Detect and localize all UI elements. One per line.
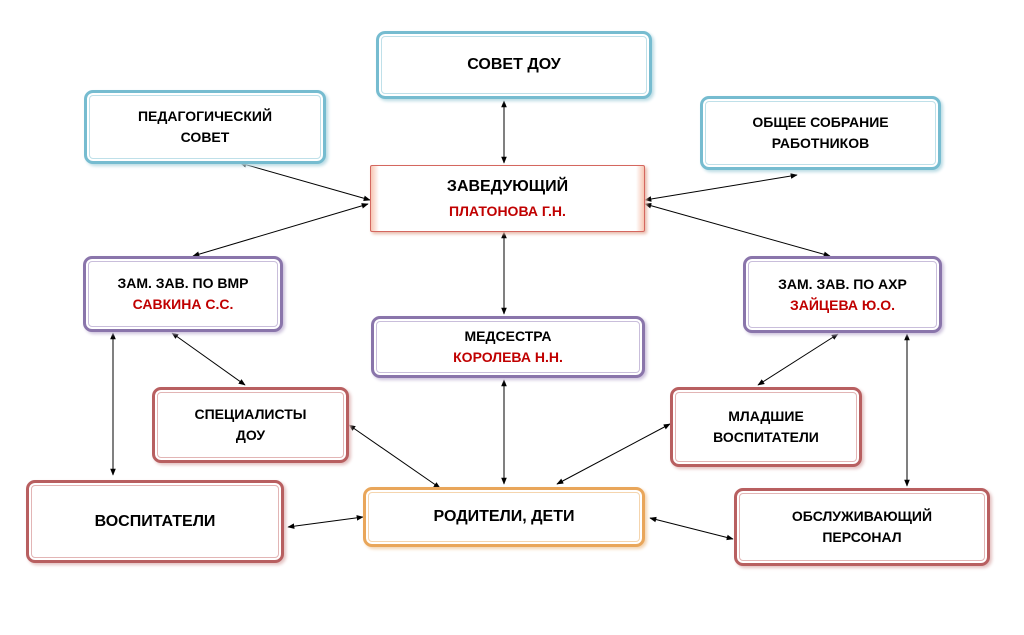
node-zam-vmr-role: ЗАМ. ЗАВ. ПО ВМР: [117, 275, 249, 291]
node-mladshie: МЛАДШИЕ ВОСПИТАТЕЛИ: [670, 387, 862, 467]
node-zaveduyushchiy-role: ЗАВЕДУЮЩИЙ: [446, 178, 569, 195]
node-vospitateli: ВОСПИТАТЕЛИ: [26, 480, 284, 563]
arrow-zam-vmr-specialisty: [171, 332, 246, 386]
arrow-mladshie-roditeli: [556, 423, 671, 485]
node-obshchee-sobranie-line2: РАБОТНИКОВ: [771, 135, 870, 151]
node-sovet-dou: СОВЕТ ДОУ: [376, 31, 652, 99]
node-specialisty-line1: СПЕЦИАЛИСТЫ: [194, 406, 307, 422]
node-obsluzhivayushchiy-line1: ОБСЛУЖИВАЮЩИЙ: [791, 508, 933, 524]
node-zam-ahr-role: ЗАМ. ЗАВ. ПО АХР: [778, 275, 907, 292]
node-obshchee-sobranie-line1: ОБЩЕЕ СОБРАНИЕ: [752, 114, 889, 130]
node-vospitateli-label: ВОСПИТАТЕЛИ: [94, 512, 216, 530]
node-ped-sovet-line1: ПЕДАГОГИЧЕСКИЙ: [137, 108, 273, 124]
node-zam-vmr: ЗАМ. ЗАВ. ПО ВМР САВКИНА С.С.: [83, 256, 283, 332]
node-zam-ahr-name: ЗАЙЦЕВА Ю.О.: [789, 296, 896, 313]
arrow-vospitateli-roditeli: [287, 515, 364, 529]
node-medsestra-name: КОРОЛЕВА Н.Н.: [453, 349, 563, 365]
arrow-zaveduyushchiy-zam-ahr: [644, 203, 831, 257]
arrow-ped-sovet-zaveduyushchiy: [239, 162, 371, 201]
node-specialisty-line2: ДОУ: [235, 427, 266, 443]
node-obsluzhivayushchiy-line2: ПЕРСОНАЛ: [822, 529, 902, 545]
node-roditeli-label: РОДИТЕЛИ, ДЕТИ: [433, 508, 575, 525]
arrow-obshchee-sobranie-zaveduyushchiy: [644, 173, 798, 202]
node-roditeli: РОДИТЕЛИ, ДЕТИ: [363, 487, 645, 547]
node-zam-vmr-name: САВКИНА С.С.: [132, 296, 234, 312]
node-ped-sovet-line2: СОВЕТ: [180, 129, 230, 145]
node-mladshie-line2: ВОСПИТАТЕЛИ: [713, 429, 819, 445]
arrow-roditeli-obsluzhivayushchiy: [649, 516, 734, 541]
node-medsestra-role: МЕДСЕСТРА: [464, 328, 552, 344]
node-mladshie-line1: МЛАДШИЕ: [728, 408, 804, 424]
node-sovet-dou-label: СОВЕТ ДОУ: [467, 56, 561, 73]
node-obsluzhivayushchiy: ОБСЛУЖИВАЮЩИЙ ПЕРСОНАЛ: [734, 488, 990, 566]
node-specialisty: СПЕЦИАЛИСТЫ ДОУ: [152, 387, 349, 463]
node-zaveduyushchiy: ЗАВЕДУЮЩИЙ ПЛАТОНОВА Г.Н.: [370, 165, 645, 232]
node-zaveduyushchiy-name: ПЛАТОНОВА Г.Н.: [449, 203, 566, 220]
node-zam-ahr: ЗАМ. ЗАВ. ПО АХР ЗАЙЦЕВА Ю.О.: [743, 256, 942, 333]
arrow-specialisty-roditeli: [348, 424, 441, 489]
node-obshchee-sobranie: ОБЩЕЕ СОБРАНИЕ РАБОТНИКОВ: [700, 96, 941, 170]
node-ped-sovet: ПЕДАГОГИЧЕСКИЙ СОВЕТ: [84, 90, 326, 164]
arrow-zam-ahr-mladshie: [757, 333, 839, 386]
node-medsestra: МЕДСЕСТРА КОРОЛЕВА Н.Н.: [371, 316, 645, 378]
arrow-zaveduyushchiy-zam-vmr: [192, 203, 369, 257]
